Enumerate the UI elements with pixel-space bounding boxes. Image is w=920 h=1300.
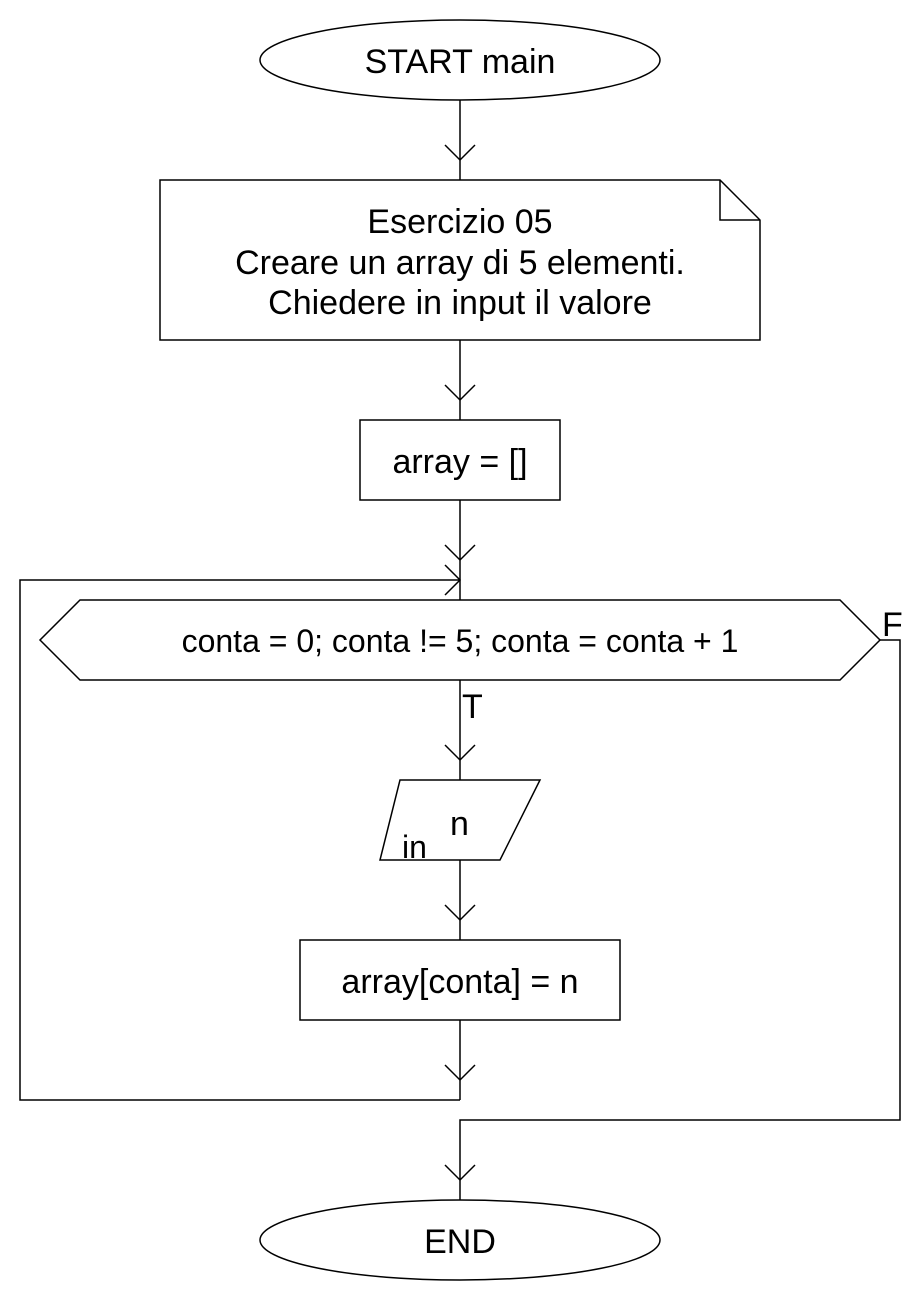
init-process-box: array = [] (359, 419, 561, 501)
loop-hexagon: conta = 0; conta != 5; conta = conta + 1 (38, 599, 882, 681)
arrow-right-icon (444, 564, 462, 596)
true-branch-label: T (462, 688, 483, 726)
init-statement: array = [] (392, 443, 527, 481)
loop-condition: conta = 0; conta != 5; conta = conta + 1 (182, 623, 739, 659)
arrow-down-icon (444, 1064, 476, 1082)
end-terminal: END (259, 1199, 661, 1281)
input-variable: n (450, 805, 469, 843)
comment-line-3: Chiedere in input il valore (268, 284, 652, 322)
arrowheads (444, 144, 476, 1182)
input-tag: in (402, 829, 427, 865)
false-exit-line (459, 639, 901, 1200)
comment-box: Esercizio 05 Creare un array di 5 elemen… (159, 179, 761, 341)
assign-process-box: array[conta] = n (299, 939, 621, 1021)
end-label: END (424, 1223, 496, 1261)
arrow-down-icon (444, 1164, 476, 1182)
comment-line-2: Creare un array di 5 elementi. (235, 244, 685, 282)
start-label: START main (365, 43, 556, 81)
input-parallelogram: n in (379, 779, 542, 865)
arrow-down-icon (444, 384, 476, 402)
start-terminal: START main (259, 19, 661, 101)
arrow-down-icon (444, 904, 476, 922)
arrow-down-icon (444, 744, 476, 762)
assign-statement: array[conta] = n (341, 963, 578, 1001)
arrow-down-icon (444, 544, 476, 562)
arrow-down-icon (444, 144, 476, 162)
connector-lines (19, 100, 901, 1200)
comment-line-1: Esercizio 05 (367, 203, 552, 241)
loop-back-line (19, 579, 460, 1101)
false-branch-label: F (882, 606, 903, 644)
